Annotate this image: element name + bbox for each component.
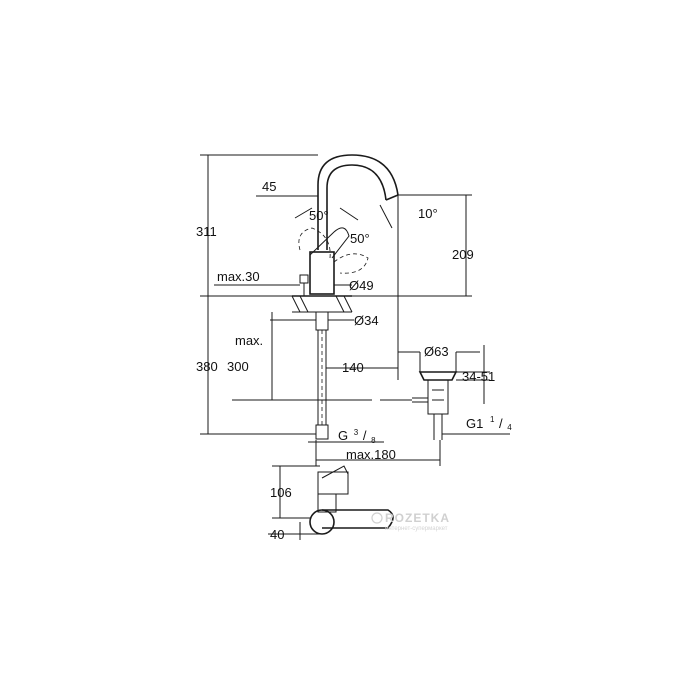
popup-knob [299,274,309,284]
spout-outer [317,154,399,250]
dim-10-line [379,204,393,229]
dimension-labels: 311 45 50° 50° 10° 209 max.30 Ø49 Ø34 ma… [196,179,512,542]
g1-slash: / [499,416,503,431]
watermark: ROZETKA интернет-супермаркет [371,511,450,532]
label-40: 40 [270,527,284,542]
drain-flange [418,371,458,381]
plan-lever [321,465,349,479]
label-106: 106 [270,485,292,500]
drain-assembly [412,371,458,440]
watermark-brand: ROZETKA [385,511,450,525]
g1-main: G1 [466,416,483,431]
plan-handle [317,471,349,495]
label-209: 209 [452,247,474,262]
plan-body [317,493,337,513]
dim-3451-line [456,345,490,404]
dim-50-lines [294,207,359,221]
faucet-elevation [291,154,412,440]
drain-body [427,379,449,415]
dimension-lines [200,154,510,540]
dim-d63-line [398,351,480,372]
g1-sup: 1 [490,415,495,424]
handle-lever [309,227,350,259]
label-140: 140 [342,360,364,375]
spout-tip [385,194,399,201]
g38-slash: / [363,428,367,443]
drain-thread [432,389,444,401]
label-d49: Ø49 [349,278,374,293]
dim-40-line [268,522,322,540]
label-d34: Ø34 [354,313,379,328]
watermark-tagline: интернет-супермаркет [385,526,448,532]
watermark-logo-icon [371,512,383,524]
label-g1: G1 1 / 4 [466,410,512,432]
label-45: 45 [262,179,276,194]
label-311: 311 [196,224,217,239]
dim-140-line [326,195,399,380]
plan-base [309,509,335,535]
plan-spout [322,509,394,529]
handle-alt-right [333,253,369,274]
label-3451: 34-51 [462,369,495,384]
g1-sub: 4 [507,423,512,432]
g38-sub: 8 [371,436,376,445]
g38-main: G [338,428,348,443]
g38-sup: 3 [354,428,359,437]
label-10: 10° [418,206,438,221]
drain-tail [433,414,443,440]
handle-alt-left [298,227,331,259]
hose-pair [317,330,327,425]
plan-view [309,465,394,535]
label-max: max. [235,333,263,348]
label-max180: max.180 [346,447,396,462]
faucet-body [309,251,335,295]
label-g38: G 3 / 8 [338,423,376,445]
label-300: 300 [227,359,249,374]
dim-106-line [272,465,320,519]
dim-311-line [200,154,318,297]
shank [315,311,329,331]
spout-inner [326,164,387,250]
dim-209-line [352,194,472,297]
hose-nut [315,424,329,440]
dim-max180-line [315,440,441,466]
label-380: 380 [196,359,218,374]
deck-hatch [291,295,353,313]
label-50-right: 50° [350,231,370,246]
dim-380-line [200,296,316,435]
label-50-left: 50° [309,208,329,223]
label-d63: Ø63 [424,344,449,359]
drain-arm [412,397,428,403]
label-max30: max.30 [217,269,260,284]
